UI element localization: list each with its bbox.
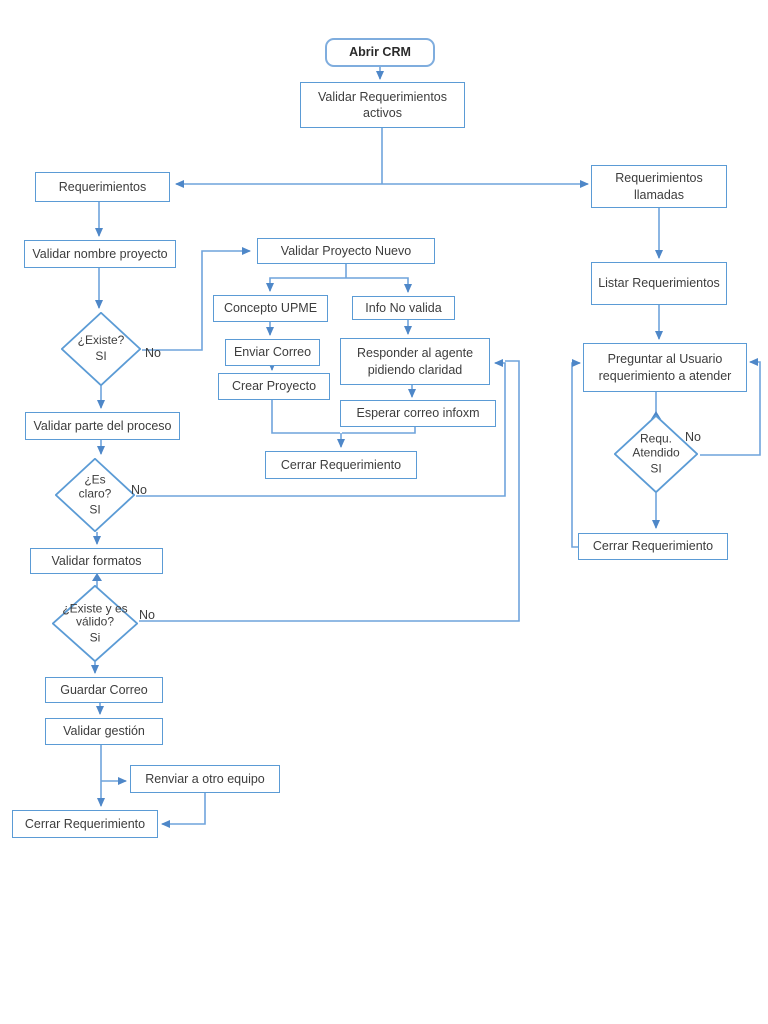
- node-cerrar-requerimiento-der: Cerrar Requerimiento: [578, 533, 728, 560]
- decision-es-claro: ¿Es claro? SI: [55, 458, 135, 532]
- edge-existe-no-to-proyecto-nuevo: [142, 247, 251, 351]
- decision-requ-atendido-yes-label: SI: [650, 460, 662, 475]
- edge-renviar-to-cerrar-izq: [161, 793, 206, 828]
- node-requerimientos-llamadas: Requerimientos llamadas: [591, 165, 727, 208]
- node-responder-agente: Responder al agente pidiendo claridad: [340, 338, 490, 385]
- decision-existe-no-label: No: [145, 346, 161, 360]
- edge-crear-merge: [271, 400, 340, 434]
- node-abrir-crm: Abrir CRM: [325, 38, 435, 67]
- arrowhead-up-formatos: [92, 573, 102, 581]
- edge-to-info: [346, 277, 412, 293]
- diamond-shape-icon: [61, 312, 141, 386]
- decision-es-claro-label: ¿Es claro?: [78, 472, 112, 501]
- decision-existe-label: ¿Existe?: [77, 333, 125, 348]
- node-listar-requerimientos: Listar Requerimientos: [591, 262, 727, 305]
- node-enviar-correo: Enviar Correo: [225, 339, 320, 366]
- diamond-shape-icon: [614, 415, 698, 493]
- node-cerrar-requerimiento-izq: Cerrar Requerimiento: [12, 810, 158, 838]
- decision-existe: ¿Existe? SI: [61, 312, 141, 386]
- decision-requ-atendido-no-label: No: [685, 430, 701, 444]
- decision-requ-atendido: Requ. Atendido SI: [614, 415, 698, 493]
- node-preguntar-usuario: Preguntar al Usuario requerimiento a ate…: [583, 343, 747, 392]
- node-esperar-correo-infoxm: Esperar correo infoxm: [340, 400, 496, 427]
- decision-existe-valido-no-label: No: [139, 608, 155, 622]
- node-validar-formatos: Validar formatos: [30, 548, 163, 574]
- edge-atendido-no-loop: [700, 358, 761, 456]
- node-concepto-upme: Concepto UPME: [213, 295, 328, 322]
- node-guardar-correo: Guardar Correo: [45, 677, 163, 703]
- diamond-shape-icon: [55, 458, 135, 532]
- node-renviar-otro-equipo: Renviar a otro equipo: [130, 765, 280, 793]
- node-validar-nombre-proyecto: Validar nombre proyecto: [24, 240, 176, 268]
- edge-esclaro-no-to-responder: [136, 359, 506, 497]
- edge-existevalido-no-join: [139, 360, 520, 622]
- decision-existe-valido-yes-label: Si: [89, 630, 101, 645]
- decision-existe-valido-label: ¿Existe y es válido?: [62, 600, 128, 629]
- node-validar-gestion: Validar gestión: [45, 718, 163, 745]
- node-info-no-valida: Info No valida: [352, 296, 455, 320]
- node-validar-requerimientos-activos: Validar Requerimientos activos: [300, 82, 465, 128]
- node-validar-parte-proceso: Validar parte del proceso: [25, 412, 180, 440]
- node-crear-proyecto: Crear Proyecto: [218, 373, 330, 400]
- edge-cerrar-der-loop: [571, 359, 581, 548]
- edge-esperar-merge: [342, 427, 416, 434]
- edge-to-concepto: [266, 277, 346, 292]
- node-cerrar-requerimiento-centro: Cerrar Requerimiento: [265, 451, 417, 479]
- node-requerimientos: Requerimientos: [35, 172, 170, 202]
- node-validar-proyecto-nuevo: Validar Proyecto Nuevo: [257, 238, 435, 264]
- decision-existe-yes-label: SI: [95, 349, 107, 363]
- decision-existe-valido: ¿Existe y es válido? Si: [52, 585, 138, 662]
- decision-es-claro-yes-label: SI: [89, 501, 101, 516]
- decision-requ-atendido-label: Requ. Atendido: [632, 431, 680, 460]
- decision-es-claro-no-label: No: [131, 483, 147, 497]
- diamond-shape-icon: [52, 585, 138, 662]
